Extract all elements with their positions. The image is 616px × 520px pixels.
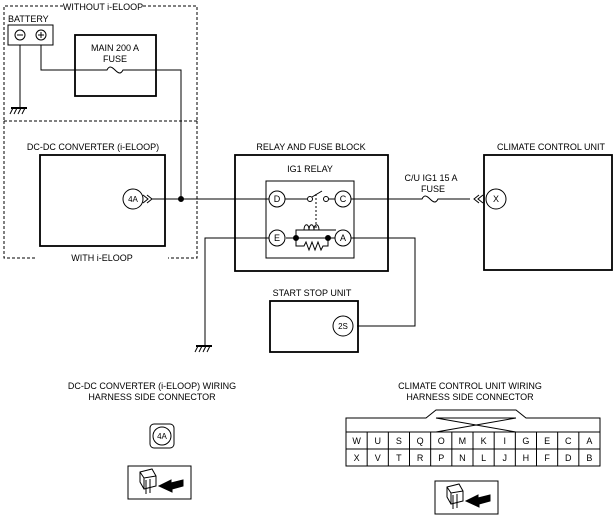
ccu-pin-bottom-9: F <box>544 453 550 463</box>
battery-positive-wire <box>40 45 182 199</box>
climate-control-unit: CLIMATE CONTROL UNIT X <box>473 142 613 271</box>
ccu-pin-top-10: C <box>565 436 572 446</box>
ccu-pin-bottom-7: J <box>503 453 508 463</box>
with-ieloop-label: WITH i-ELOOP <box>71 253 133 263</box>
relay-terminal-d: D <box>268 190 286 208</box>
ccu-pin-bottom-1: V <box>375 453 381 463</box>
ccu-label: CLIMATE CONTROL UNIT <box>497 142 606 152</box>
relay-terminal-a-label: A <box>340 233 346 243</box>
dcdc-converter: DC-DC CONVERTER (i-ELOOP) 4A <box>27 142 166 247</box>
without-ieloop-label: WITHOUT i-ELOOP <box>63 2 143 12</box>
ccu-pin-top-11: A <box>586 436 592 446</box>
ccu-pin-bottom-4: P <box>438 453 444 463</box>
ccu-pin-top-4: O <box>438 436 445 446</box>
ccu-pin-top-9: E <box>544 436 550 446</box>
relay-terminal-a: A <box>334 229 352 247</box>
relay-terminal-d-label: D <box>274 194 281 204</box>
start-stop-unit: START STOP UNIT 2S <box>269 288 359 353</box>
battery: BATTERY <box>7 14 54 46</box>
dcdc-connector-title-2: HARNESS SIDE CONNECTOR <box>88 392 216 402</box>
main-fuse-label-1: MAIN 200 A <box>91 43 139 53</box>
dcdc-terminal-label: 4A <box>128 195 138 204</box>
connector-plug-icon <box>139 468 184 494</box>
dcdc-connector-view: DC-DC CONVERTER (i-ELOOP) WIRING HARNESS… <box>68 381 236 500</box>
relay-fuse-block-label: RELAY AND FUSE BLOCK <box>256 142 365 152</box>
relay-terminal-c: C <box>334 190 352 208</box>
dcdc-connector-title-1: DC-DC CONVERTER (i-ELOOP) WIRING <box>68 381 236 391</box>
arrow-icon <box>464 494 491 508</box>
ccu-connector-title-2: HARNESS SIDE CONNECTOR <box>406 392 534 402</box>
ccu-pin-top-1: U <box>375 436 382 446</box>
ig1-relay-label: IG1 RELAY <box>287 164 333 174</box>
ccu-pin-top-7: I <box>503 436 506 446</box>
relay-terminal-c-label: C <box>340 194 347 204</box>
relay-terminal-e-label: E <box>274 233 280 243</box>
ig1-relay <box>285 190 336 252</box>
resistor-icon <box>295 238 329 252</box>
ground-icon <box>9 107 27 115</box>
dcdc-connector-label: 4A <box>157 432 167 441</box>
ccu-terminal-label: X <box>493 194 499 204</box>
ssu-terminal-label: 2S <box>338 322 348 331</box>
connector-plug-icon <box>446 483 491 509</box>
relay-fuse-block: RELAY AND FUSE BLOCK IG1 RELAY <box>234 142 389 272</box>
relay-e-ground-wire <box>204 237 269 346</box>
ccu-pin-top-0: W <box>352 436 361 446</box>
ccu-pin-bottom-11: B <box>586 453 592 463</box>
battery-label: BATTERY <box>8 14 49 24</box>
relay-a-to-ssu-wire <box>351 237 416 327</box>
ccu-pin-bottom-6: L <box>481 453 486 463</box>
main-fuse-label-2: FUSE <box>103 54 127 64</box>
cu-fuse-label-2: FUSE <box>421 184 445 194</box>
dcdc-converter-label: DC-DC CONVERTER (i-ELOOP) <box>27 142 159 152</box>
cu-fuse-label-1: C/U IG1 15 A <box>404 173 457 183</box>
arrow-icon <box>157 479 184 493</box>
ccu-pin-top-6: K <box>481 436 487 446</box>
ccu-pin-bottom-3: R <box>417 453 424 463</box>
arrow-icon <box>473 194 484 204</box>
ssu-label: START STOP UNIT <box>273 288 352 298</box>
relay-terminal-e: E <box>268 229 286 247</box>
main-fuse-box: MAIN 200 A FUSE <box>74 34 157 97</box>
ccu-pin-bottom-8: H <box>523 453 530 463</box>
ccu-pin-bottom-10: D <box>565 453 572 463</box>
ccu-pin-bottom-2: T <box>396 453 402 463</box>
ccu-pin-top-3: Q <box>417 436 424 446</box>
ccu-connector-view: CLIMATE CONTROL UNIT WIRING HARNESS SIDE… <box>345 381 601 515</box>
ccu-pin-bottom-5: N <box>459 453 466 463</box>
relay-c-to-ccu-wire <box>351 195 470 203</box>
ccu-pin-top-2: S <box>396 436 402 446</box>
relay-coil-icon <box>303 224 320 231</box>
ccu-pin-bottom-0: X <box>354 453 360 463</box>
ground-icon <box>194 345 212 353</box>
splice-dot <box>178 196 184 202</box>
ccu-pin-top-5: M <box>459 436 467 446</box>
without-ieloop-region: WITHOUT i-ELOOP <box>3 2 198 122</box>
with-ieloop-region: WITH i-ELOOP <box>3 121 198 263</box>
arrow-icon <box>142 194 153 204</box>
ccu-connector-title-1: CLIMATE CONTROL UNIT WIRING <box>398 381 542 391</box>
ccu-pin-top-8: G <box>522 436 529 446</box>
